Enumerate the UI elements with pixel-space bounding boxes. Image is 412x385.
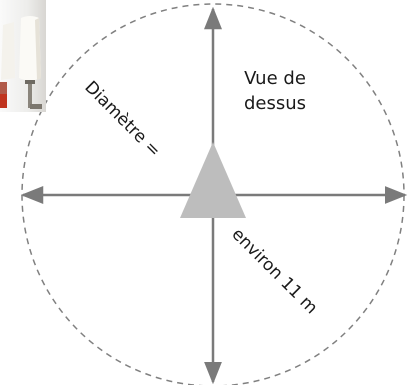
view-label-line2: dessus <box>244 93 306 114</box>
wall-lamp-photo-icon <box>0 0 46 112</box>
diameter-label-left: Diamètre = <box>80 77 164 161</box>
light-source-triangle <box>180 142 246 218</box>
diameter-label-right: environ 11 m <box>227 224 321 318</box>
view-label-line1: Vue de <box>244 68 306 89</box>
